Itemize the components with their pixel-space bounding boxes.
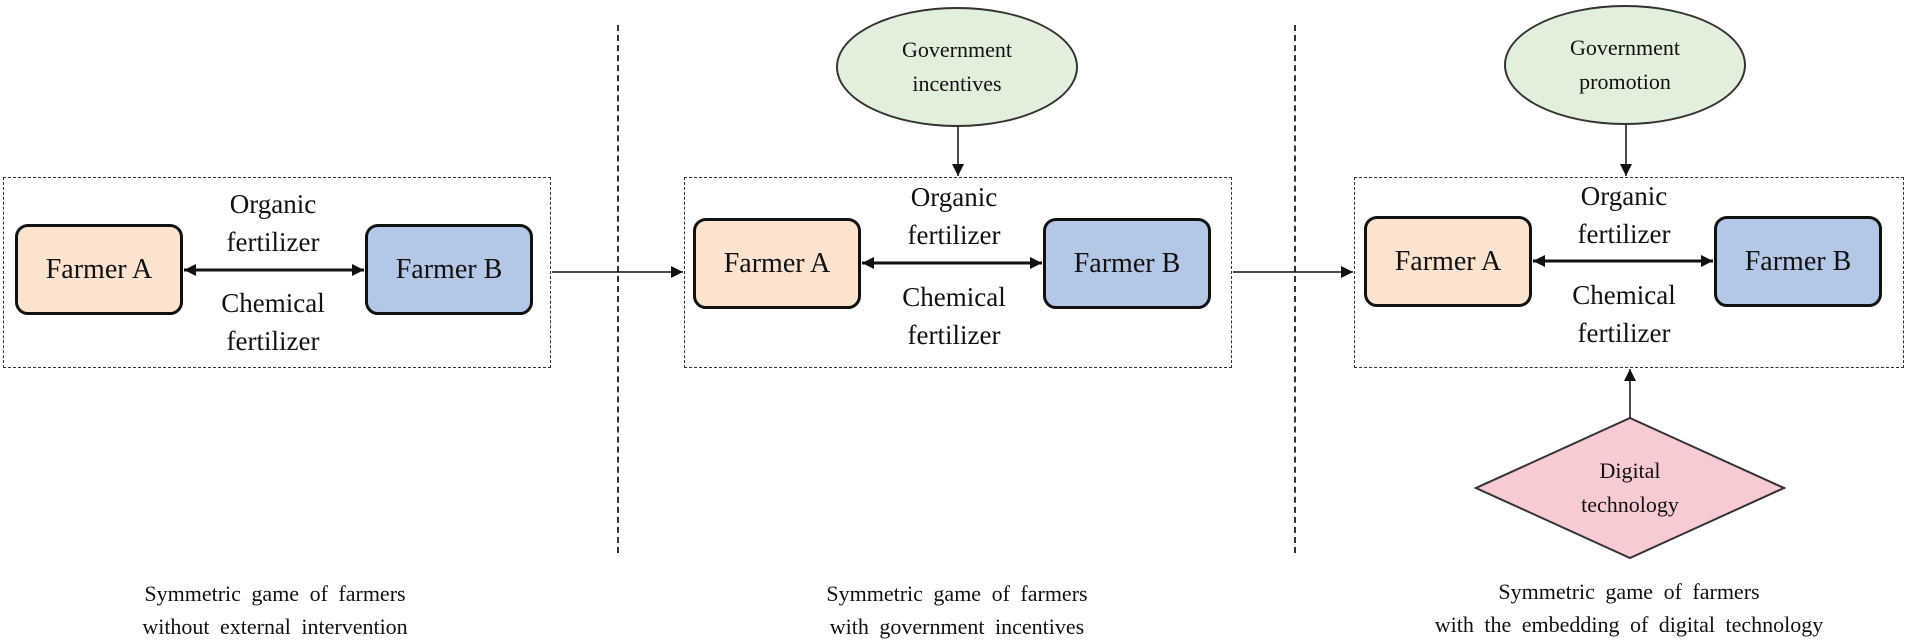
- panel-no-intervention: [3, 177, 551, 368]
- label-line: Chemical: [1572, 280, 1676, 310]
- label-line: Organic: [910, 182, 998, 212]
- diamond-polygon: [1474, 416, 1786, 560]
- diamond-label: Digital technology: [1474, 416, 1786, 560]
- diamond-line: technology: [1581, 492, 1679, 517]
- organic-fertilizer-label: Organic fertilizer: [173, 185, 373, 261]
- label-line: fertilizer: [1577, 219, 1671, 249]
- caption-line: with the embedding of digital technology: [1434, 612, 1824, 637]
- organic-fertilizer-label: Organic fertilizer: [854, 178, 1054, 254]
- caption-line: Symmetric game of farmers: [1498, 579, 1760, 604]
- chemical-fertilizer-label: Chemical fertilizer: [173, 284, 373, 360]
- label-line: fertilizer: [226, 227, 320, 257]
- ellipse-line: Government: [1570, 35, 1680, 60]
- label-line: fertilizer: [226, 326, 320, 356]
- label-line: Chemical: [902, 282, 1006, 312]
- label-line: Organic: [229, 189, 317, 219]
- caption-no-intervention: Symmetric game of farmers without extern…: [60, 577, 490, 643]
- farmer-b-box: Farmer B: [1043, 218, 1211, 309]
- diamond-line: Digital: [1599, 458, 1661, 483]
- ellipse-line: Government: [902, 37, 1012, 62]
- panel-digital-technology: [1354, 177, 1904, 368]
- farmer-b-box: Farmer B: [1714, 216, 1882, 307]
- caption-government-incentives: Symmetric game of farmers with governmen…: [742, 577, 1172, 643]
- government-incentives-ellipse: Government incentives: [836, 7, 1078, 127]
- ellipse-line: incentives: [912, 71, 1002, 96]
- label-line: fertilizer: [1577, 318, 1671, 348]
- organic-fertilizer-label: Organic fertilizer: [1524, 177, 1724, 253]
- divider-right: [1294, 25, 1296, 553]
- ellipse-line: promotion: [1579, 69, 1671, 94]
- chemical-fertilizer-label: Chemical fertilizer: [854, 278, 1054, 354]
- label-line: fertilizer: [907, 320, 1001, 350]
- farmer-a-box: Farmer A: [693, 218, 861, 309]
- label-line: Chemical: [221, 288, 325, 318]
- label-line: Organic: [1580, 181, 1668, 211]
- farmer-b-box: Farmer B: [365, 224, 533, 315]
- farmer-a-box: Farmer A: [15, 224, 183, 315]
- chemical-fertilizer-label: Chemical fertilizer: [1524, 276, 1724, 352]
- diamond-shape: [1474, 416, 1786, 560]
- farmer-a-box: Farmer A: [1364, 216, 1532, 307]
- caption-line: with government incentives: [829, 614, 1085, 639]
- panel-government-incentives: [684, 177, 1232, 368]
- caption-line: Symmetric game of farmers: [144, 581, 406, 606]
- label-line: fertilizer: [907, 220, 1001, 250]
- government-promotion-ellipse: Government promotion: [1504, 5, 1746, 125]
- caption-line: Symmetric game of farmers: [826, 581, 1088, 606]
- caption-digital-technology: Symmetric game of farmers with the embed…: [1384, 575, 1874, 641]
- digital-technology-diamond: Digital technology: [1474, 416, 1786, 560]
- caption-line: without external intervention: [142, 614, 408, 639]
- divider-left: [617, 25, 619, 553]
